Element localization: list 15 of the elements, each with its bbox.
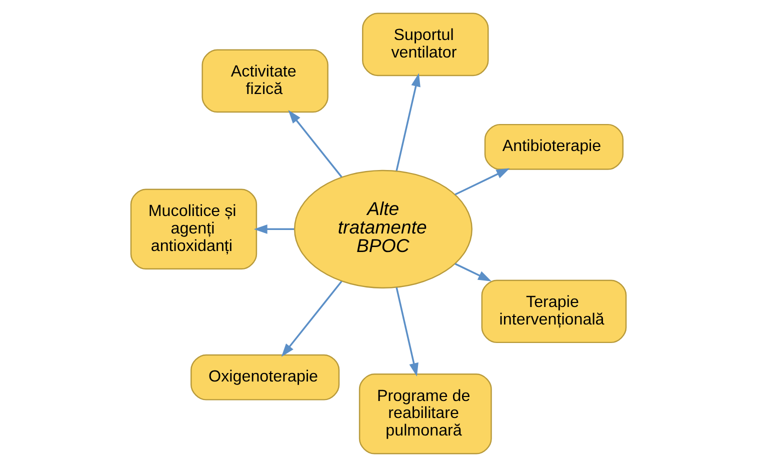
- node-ellipse: Alte tratamente BPOC: [294, 170, 472, 288]
- node-box: Antibioterapie: [484, 124, 624, 170]
- arrow: [288, 110, 342, 178]
- node-box: Terapie intervențională: [481, 280, 627, 344]
- arrow: [454, 263, 492, 282]
- arrow: [454, 168, 510, 196]
- node-box: Mucolitice și agenți antioxidanți: [130, 188, 258, 270]
- arrow: [396, 287, 418, 376]
- node-box: Suportul ventilator: [362, 12, 489, 76]
- node-box: Oxigenoterapie: [190, 354, 340, 400]
- arrow: [254, 224, 294, 234]
- arrow: [281, 280, 342, 357]
- node-box: Activitate fizică: [202, 49, 328, 113]
- arrow: [396, 73, 420, 171]
- node-box: Programe de reabilitare pulmonară: [358, 374, 492, 454]
